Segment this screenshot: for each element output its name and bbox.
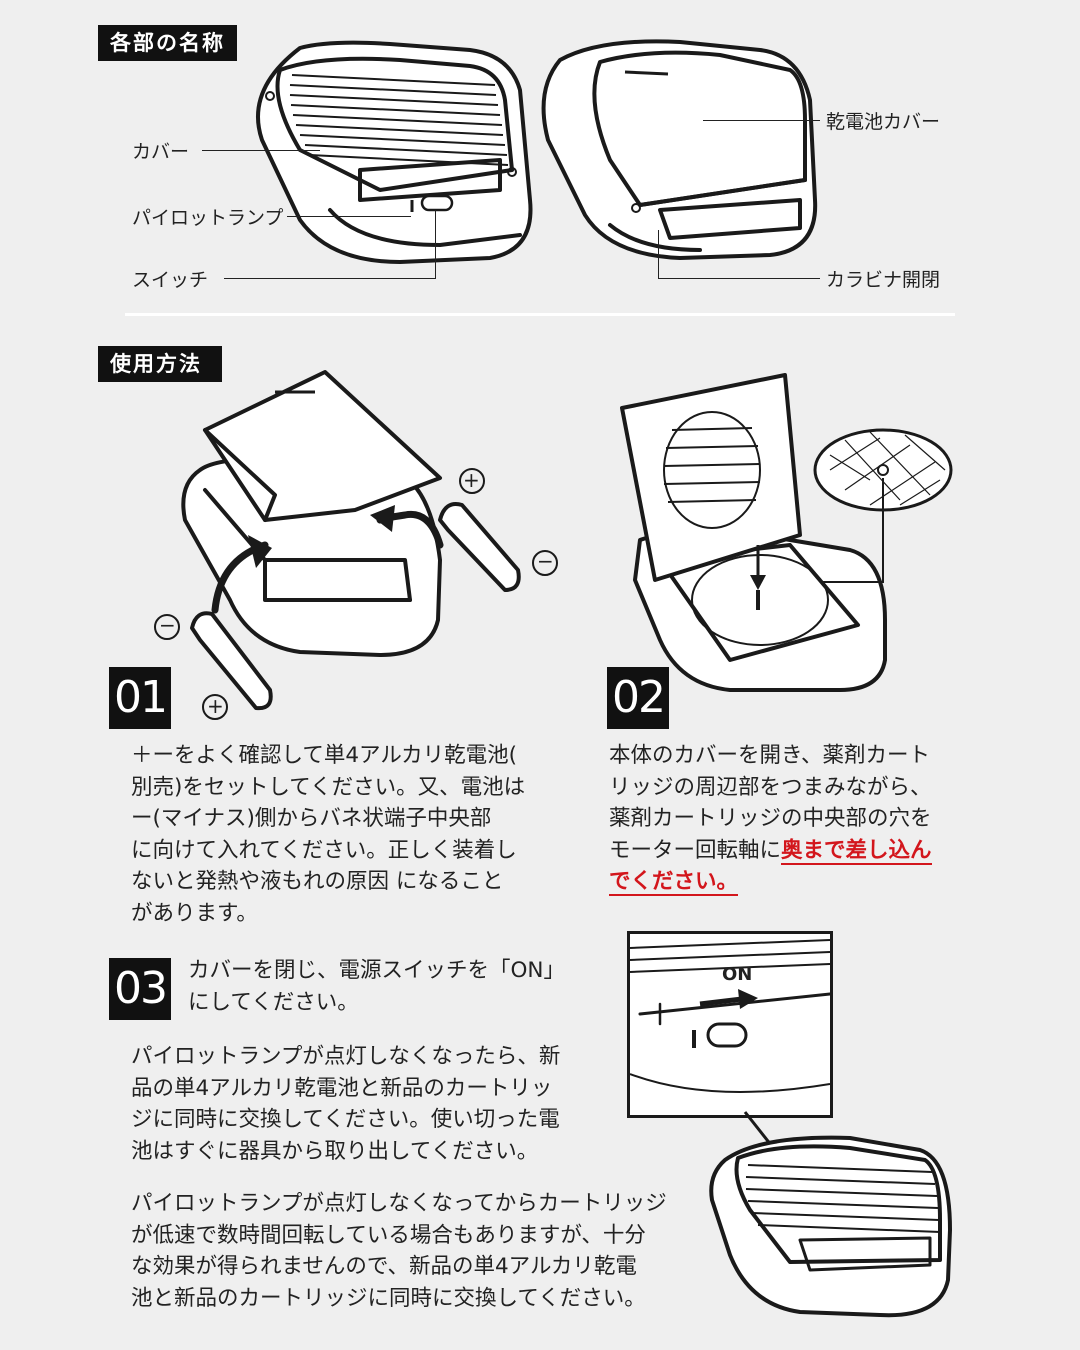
section-divider	[125, 313, 955, 316]
step-number-03: 03	[109, 958, 171, 1020]
step-02-text: 本体のカバーを開き、薬剤カート リッジの周辺部をつまみながら、 薬剤カートリッジ…	[609, 743, 932, 863]
plus-symbol: +	[207, 694, 224, 718]
leader-switch	[224, 278, 436, 279]
step-01-instructions: ＋ーをよく確認して単4アルカリ乾電池( 別売)をセットしてください。又、電池は …	[131, 743, 526, 926]
label-battery-cover: 乾電池カバー	[826, 111, 941, 133]
step-02-emphasis-2: でください。	[609, 869, 739, 896]
step-02-emphasis-1: 奥まで差し込ん	[781, 837, 932, 865]
step-02-instructions: 本体のカバーを開き、薬剤カート リッジの周辺部をつまみながら、 薬剤カートリッジ…	[609, 740, 1009, 898]
step-number-02: 02	[607, 667, 669, 729]
cartridge-insert-illustration	[620, 373, 953, 692]
step-03-instructions: カバーを閉じ、電源スイッチを「ON」 にしてください。	[188, 958, 566, 1015]
label-switch: スイッチ	[132, 269, 209, 291]
label-carabiner: カラビナ開閉	[826, 269, 941, 291]
section-title-usage: 使用方法	[98, 346, 222, 382]
leader-switch-vertical	[435, 210, 436, 278]
step-03-note-cartridge: パイロットランプが点灯しなくなってからカートリッジ が低速で数時間回転している場…	[131, 1191, 667, 1311]
minus-symbol: −	[159, 613, 176, 637]
minus-symbol: −	[537, 549, 554, 573]
switch-on-inset: ON	[627, 931, 833, 1118]
plus-symbol: +	[463, 468, 480, 492]
leader-pilot-lamp	[287, 216, 411, 217]
inset-on-label: ON	[722, 964, 753, 985]
label-pilot-lamp: パイロットランプ	[132, 207, 284, 229]
step-number-01: 01	[109, 667, 171, 729]
leader-carabiner	[658, 278, 820, 279]
section-title-parts: 各部の名称	[98, 25, 237, 61]
battery-insert-illustration	[154, 370, 558, 720]
leader-carabiner-vertical	[658, 230, 659, 278]
device-front-illustration	[256, 40, 533, 264]
step-03-note-replace: パイロットランプが点灯しなくなったら、新 品の単4アルカリ乾電池と新品のカートリ…	[131, 1044, 561, 1164]
device-back-illustration	[541, 39, 818, 260]
leader-battery-cover	[703, 120, 820, 121]
label-cover: カバー	[132, 141, 190, 163]
leader-cover	[202, 150, 320, 151]
